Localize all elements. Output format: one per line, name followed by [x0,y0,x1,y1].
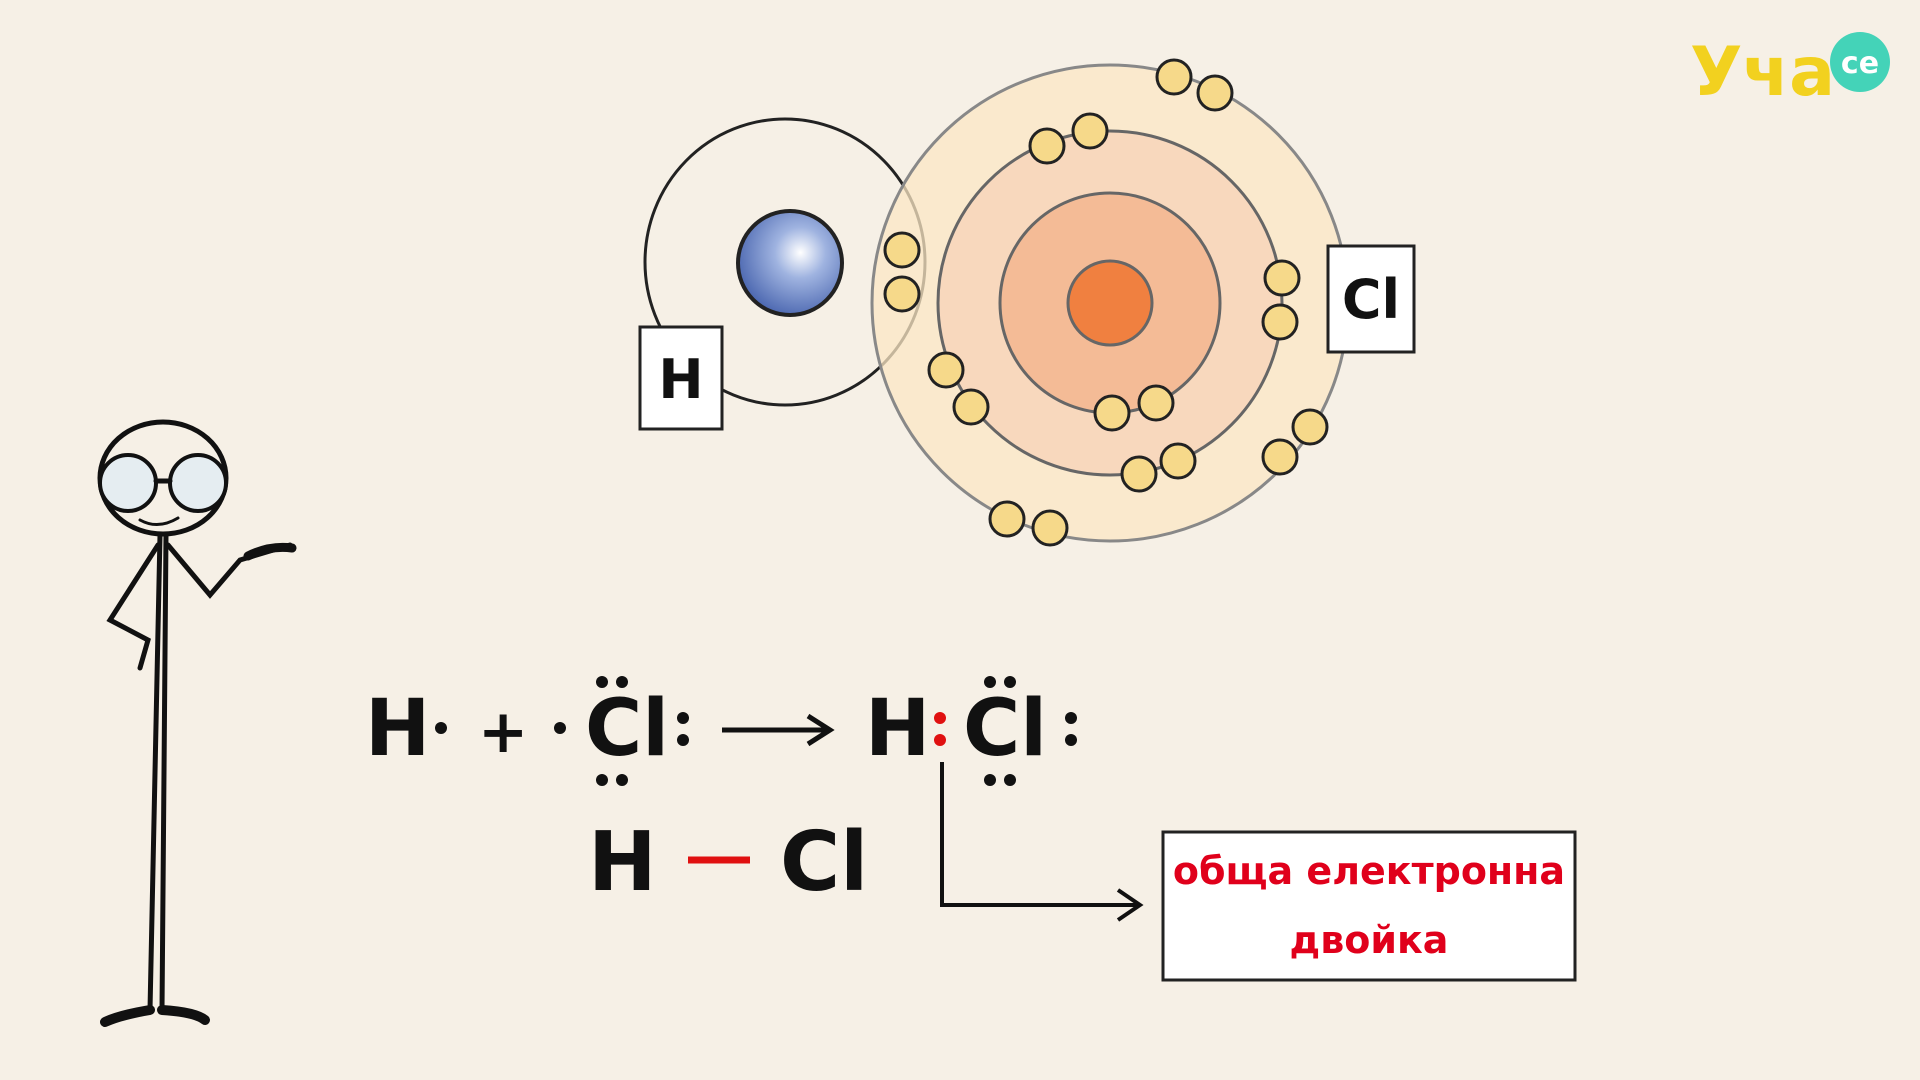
teacher-body-left [147,532,163,1013]
teacher-foot-right [157,1005,210,1025]
label-card-background [1326,244,1416,354]
structural-formula: H Cl [588,815,868,910]
electron [952,388,990,426]
electrons [883,58,1329,547]
callout-arrow [940,762,1144,922]
callout-card [1161,830,1577,982]
electron [1031,509,1069,547]
chlorine-atom: Cl [870,58,1416,547]
cl-left-dots [596,676,689,786]
teacher-arm-left [106,542,161,671]
electron [1093,394,1131,432]
electron [927,351,965,389]
equation-cl-right: Cl [963,684,1047,774]
teacher-hand [243,542,297,561]
electron [1261,438,1299,476]
chlorine-label-card: Cl [1326,244,1416,354]
logo-text: Уча [1690,33,1835,112]
callout-line-1: обща електронна [1173,849,1565,893]
equation-cl-left: Cl [585,684,669,774]
electron-dot [554,722,566,734]
label-card-background [638,325,724,431]
hydrogen-nucleus [736,209,844,317]
glasses-left [98,453,158,513]
electron [1263,259,1301,297]
electron [1120,455,1158,493]
electron [1137,384,1175,422]
shared-pair-dots [934,712,946,746]
structural-h: H [588,815,657,910]
electron [988,500,1026,538]
logo-badge-text: се [1841,46,1879,81]
teacher-body-right [159,532,169,1013]
lewis-equation: H + Cl H Cl [365,676,1077,786]
electron [1196,74,1234,112]
electron [883,231,921,269]
cl-right-dots [984,676,1077,786]
hydrogen-label: H [658,348,703,411]
logo-badge-icon [1830,32,1890,92]
electron [1155,58,1193,96]
hydrogen-label-card: H [638,325,724,431]
teacher-figure [97,419,297,1027]
electron [1071,112,1109,150]
electron-dot [435,722,447,734]
equation-h-right: H [865,684,930,774]
equation-plus: + [478,697,528,767]
callout-line-2: двойка [1290,918,1449,962]
chlorine-nucleus [1066,259,1154,347]
electron [1261,303,1299,341]
glasses-right [168,453,228,513]
teacher-foot-left [100,1005,155,1027]
structural-cl: Cl [780,815,868,910]
electron [1291,408,1329,446]
electron [883,275,921,313]
electron [1159,442,1197,480]
electron [1028,127,1066,165]
reaction-arrow [722,713,835,747]
hydrogen-atom: H [638,117,927,431]
chlorine-label: Cl [1342,268,1400,331]
logo[interactable]: Уча се [1690,32,1890,112]
equation-h-left: H [365,684,430,774]
teacher-smile [138,516,180,526]
shared-pair-callout: обща електронна двойка [1161,830,1577,982]
